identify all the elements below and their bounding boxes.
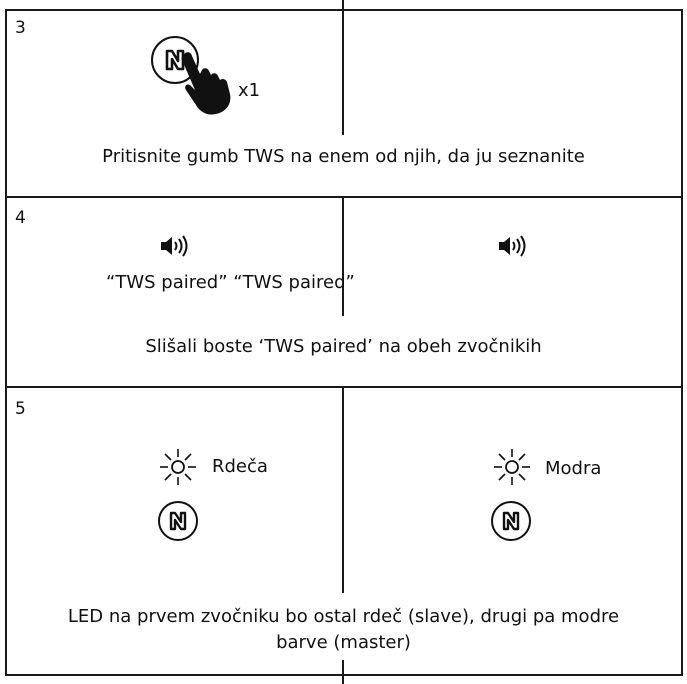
led-right-color-label: Modra: [545, 458, 602, 479]
step-number: 4: [15, 208, 26, 228]
divider-column-2: [342, 198, 344, 316]
pointing-hand-icon: [176, 50, 232, 116]
tws-button-icon: [149, 34, 201, 86]
speaker-volume-icon: [498, 234, 528, 258]
divider-row-1: [5, 196, 683, 198]
led-light-icon: [492, 447, 532, 487]
tws-button-icon: [156, 499, 200, 543]
speaker-volume-icon: [160, 234, 190, 258]
divider-row-2: [5, 386, 683, 388]
step-5-caption-line-2: barve (master): [276, 632, 411, 653]
voice-prompt-text: “TWS paired” “TWS paired”: [106, 272, 355, 293]
tws-button-icon: [489, 499, 533, 543]
step-3-caption: Pritisnite gumb TWS na enem od njih, da …: [102, 146, 585, 167]
divider-column-4: [342, 660, 344, 684]
step-number: 3: [15, 18, 26, 38]
step-4-caption: Slišali boste ‘TWS paired’ na obeh zvočn…: [145, 336, 542, 357]
divider-column-3: [342, 388, 344, 593]
outer-frame: [5, 9, 683, 676]
press-count-label: x1: [238, 80, 261, 101]
step-number: 5: [15, 399, 26, 419]
led-left-color-label: Rdeča: [212, 456, 268, 477]
step-5-caption-line-1: LED na prvem zvočniku bo ostal rdeč (sla…: [67, 606, 620, 627]
led-light-icon: [158, 447, 198, 487]
divider-column-1: [342, 0, 344, 135]
